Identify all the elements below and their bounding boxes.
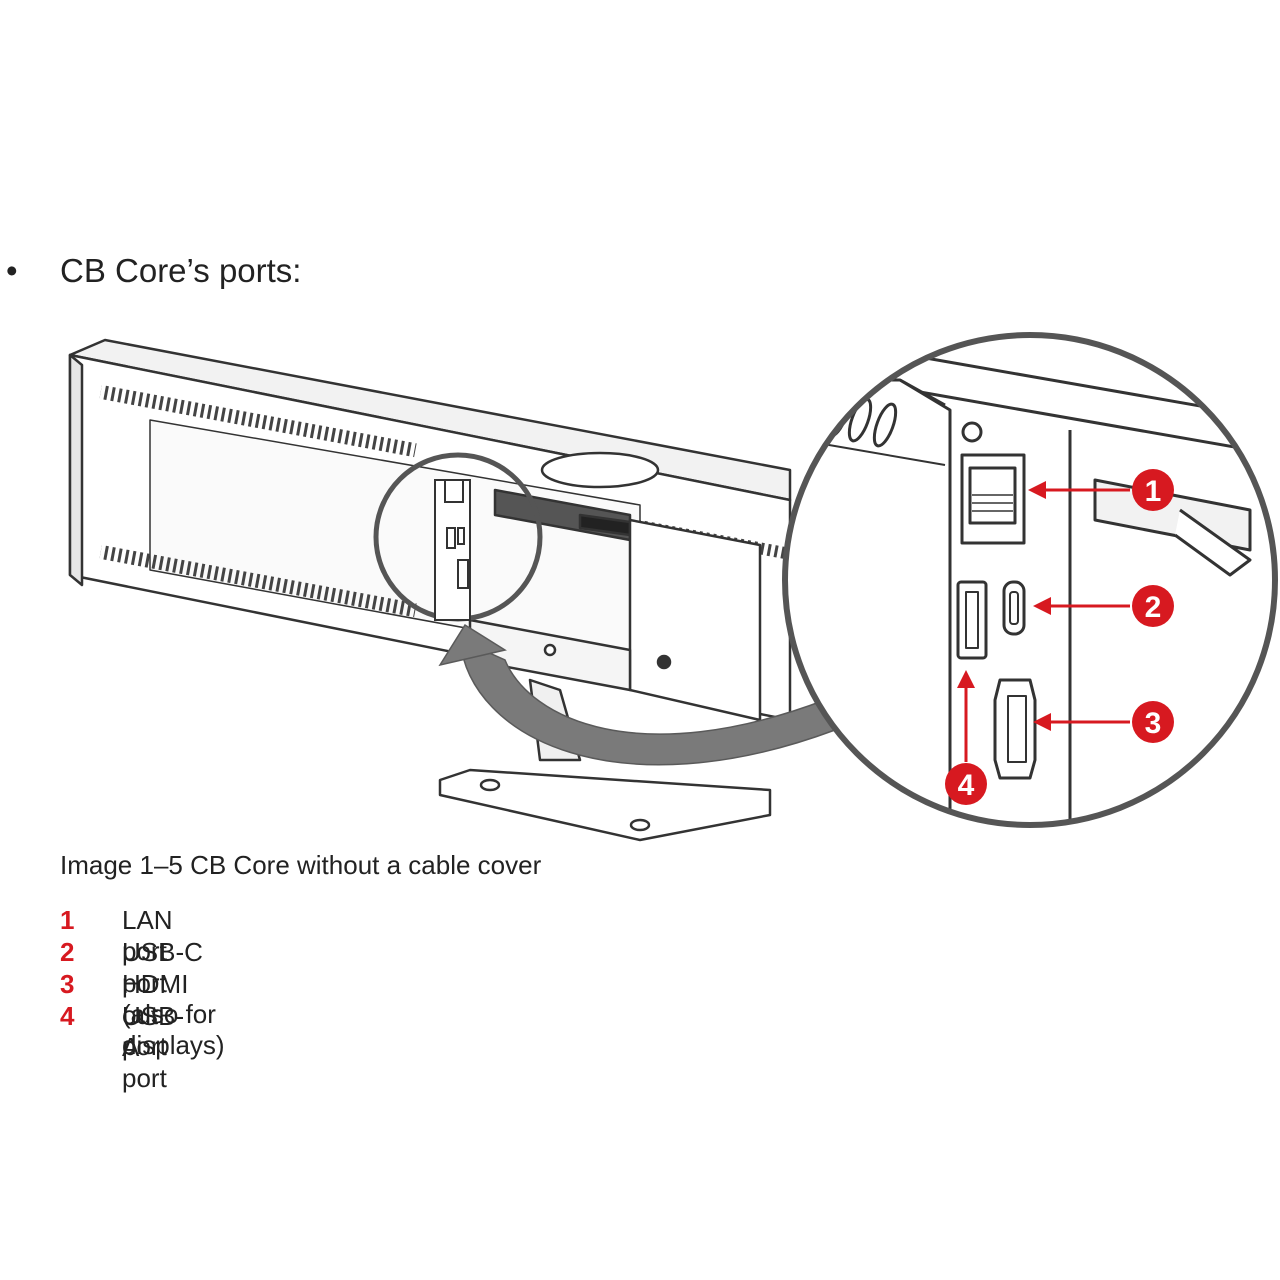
magnify-circle-small xyxy=(373,452,543,622)
legend-number: 1 xyxy=(60,905,75,935)
callout-4-label: 4 xyxy=(958,769,975,802)
callout-3-label: 3 xyxy=(1145,707,1162,740)
callout-4: 4 xyxy=(945,763,987,805)
callout-1: 1 xyxy=(1132,469,1174,511)
legend-label: LAN port xyxy=(122,905,173,966)
device-body xyxy=(68,338,792,722)
callout-3: 3 xyxy=(1132,701,1174,743)
legend-label: HDMI out port xyxy=(122,969,189,1061)
bullet-marker: • xyxy=(6,252,18,289)
figure-caption: Image 1–5 CB Core without a cable cover xyxy=(60,850,542,880)
legend-number: 2 xyxy=(60,937,75,967)
callout-arrows xyxy=(957,481,1130,762)
callout-1-label: 1 xyxy=(1145,475,1162,508)
legend-label: USB-C port (also for displays) xyxy=(122,937,225,1060)
legend-number: 3 xyxy=(60,969,75,999)
heading-text: CB Core’s ports: xyxy=(60,252,302,289)
legend-label: USB-A port xyxy=(122,1001,185,1093)
callout-2-label: 2 xyxy=(1145,591,1162,624)
device-illustration: 1 2 3 4 xyxy=(68,332,1278,842)
callout-2: 2 xyxy=(1132,585,1174,627)
zoom-inset xyxy=(782,332,1278,828)
section-heading: • CB Core’s ports: xyxy=(0,250,700,300)
legend-number: 4 xyxy=(60,1001,75,1031)
